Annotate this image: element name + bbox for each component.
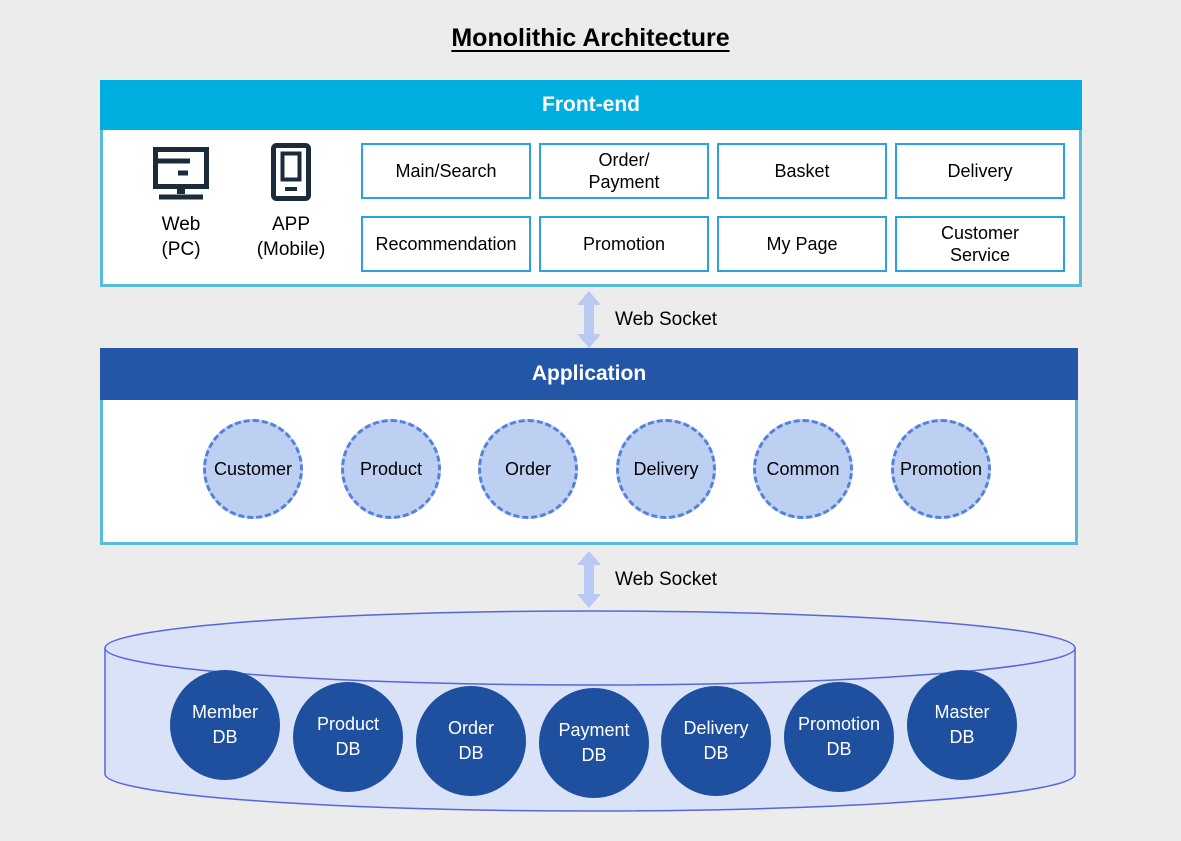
service-common: Common — [753, 419, 853, 519]
double-arrow-icon — [577, 291, 601, 348]
service-customer: Customer — [203, 419, 303, 519]
double-arrow-icon — [577, 551, 601, 608]
db-product: Product DB — [293, 682, 403, 792]
module-my-page: My Page — [717, 216, 887, 272]
service-product: Product — [341, 419, 441, 519]
module-basket: Basket — [717, 143, 887, 199]
websocket-connector-top: Web Socket — [577, 291, 717, 348]
service-delivery: Delivery — [616, 419, 716, 519]
websocket-label-top: Web Socket — [615, 308, 718, 330]
db-delivery: Delivery DB — [661, 686, 771, 796]
module-order-payment: Order/ Payment — [539, 143, 709, 199]
client-web-pc-label: Web (PC) — [161, 214, 201, 260]
application-header: Application — [100, 348, 1078, 400]
frontend-header: Front-end — [100, 80, 1082, 130]
module-promotion: Promotion — [539, 216, 709, 272]
client-app-mobile: APP (Mobile) — [231, 140, 351, 262]
application-body: Customer Product Order Delivery Common P… — [100, 400, 1078, 545]
module-customer-service: Customer Service — [895, 216, 1065, 272]
frontend-section: Front-end Web (PC) — [100, 80, 1082, 287]
service-promotion: Promotion — [891, 419, 991, 519]
db-member: Member DB — [170, 670, 280, 780]
module-main-search: Main/Search — [361, 143, 531, 199]
websocket-connector-bottom: Web Socket — [577, 551, 717, 608]
frontend-body: Web (PC) APP (Mobile) Main/Search Order/… — [100, 130, 1082, 287]
application-section: Application Customer Product Order Deliv… — [100, 348, 1078, 545]
module-recommendation: Recommendation — [361, 216, 531, 272]
page-title: Monolithic Architecture — [451, 24, 730, 52]
service-order: Order — [478, 419, 578, 519]
mobile-icon — [231, 140, 351, 202]
db-payment: Payment DB — [539, 688, 649, 798]
websocket-label-bottom: Web Socket — [615, 568, 718, 590]
client-app-mobile-label: APP (Mobile) — [256, 214, 326, 260]
client-web-pc: Web (PC) — [121, 140, 241, 262]
db-master: Master DB — [907, 670, 1017, 780]
db-promotion: Promotion DB — [784, 682, 894, 792]
desktop-icon — [121, 140, 241, 202]
db-order: Order DB — [416, 686, 526, 796]
module-delivery: Delivery — [895, 143, 1065, 199]
